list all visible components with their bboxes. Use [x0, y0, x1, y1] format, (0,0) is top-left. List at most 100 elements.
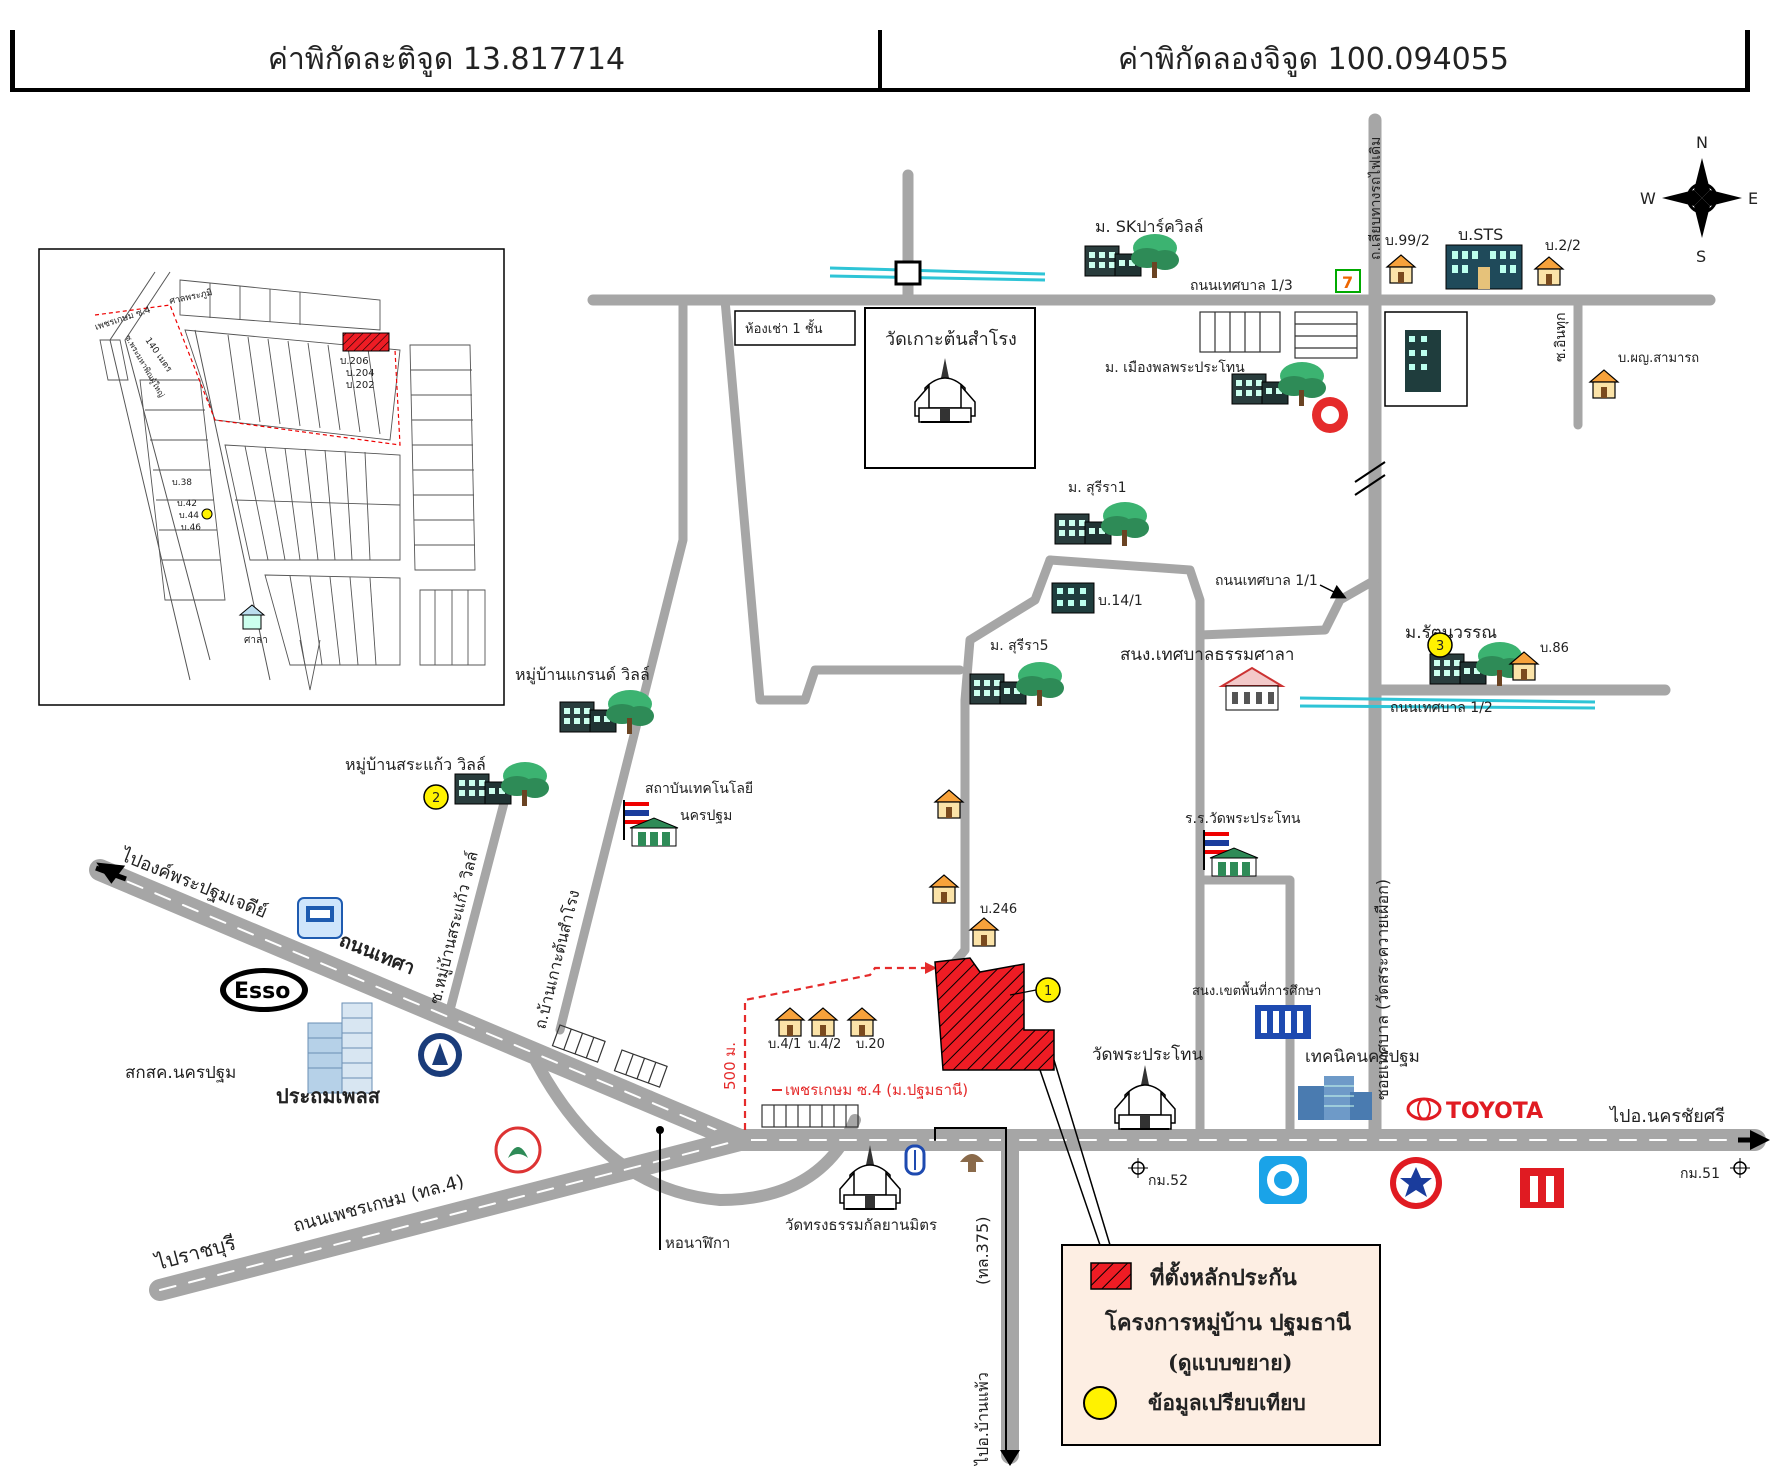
marker-1-label: 1	[1044, 984, 1052, 999]
route-arrow	[925, 962, 937, 974]
route-dashed	[743, 966, 925, 1130]
house-41-icon	[775, 1007, 805, 1037]
clock-label: หอนาฬิกา	[665, 1234, 730, 1252]
rental-box: ห้องเช่า 1 ชั้น	[734, 310, 856, 346]
rental-label: ห้องเช่า 1 ชั้น	[745, 319, 823, 337]
school-label: ร.ร.วัดพระประโทน	[1185, 810, 1301, 827]
road-network	[445, 113, 1716, 1206]
soi-phetkasem-label: เพชรเกษม ซ.4 (ม.ปฐมธานี)	[785, 1081, 968, 1099]
house-246-label: บ.246	[980, 902, 1017, 917]
to-banphaeo-label: ไปอ.บ้านแพ้ว	[973, 1372, 992, 1467]
ptt-icon	[904, 1144, 926, 1176]
highway-parking	[551, 1024, 859, 1128]
pathom-place-building	[307, 1002, 373, 1094]
legend-line1: ที่ตั้งหลักประกัน	[1150, 1261, 1297, 1291]
house-992-icon	[1386, 254, 1416, 284]
clock-point	[656, 1126, 664, 1134]
village-suri1-icon	[1054, 501, 1150, 547]
esso-logo: Esso	[220, 968, 308, 1012]
esso-text: Esso	[234, 979, 290, 1004]
soi-tesaban-right-label: ซอยเทศบาล (วัดสระควายเผือก)	[1373, 879, 1392, 1100]
office-edu-label: สนง.เขตพื้นที่การศึกษา	[1192, 981, 1321, 999]
distance-500-label: 500 ม.	[721, 1042, 739, 1090]
road-tesaban-11-label: ถนนเทศบาล 1/1	[1215, 573, 1318, 589]
apartment-box	[1384, 311, 1468, 407]
office-edu-icon	[1255, 1005, 1311, 1039]
school-icon	[1203, 829, 1259, 877]
institute-label: สถาบันเทคโนโลยี	[645, 780, 753, 797]
temple-top-label: วัดเกาะต้นสำโรง	[885, 328, 1017, 350]
marker-3	[1427, 632, 1453, 658]
house-42-label: บ.4/2	[808, 1037, 841, 1052]
road-375-label: (ทล.375)	[973, 1217, 992, 1285]
office-tesaban-label: สนง.เทศบาลธรรมศาลา	[1120, 645, 1294, 665]
krungthai-icon	[1259, 1156, 1307, 1204]
institute-icon	[623, 799, 679, 847]
inset-plot-204: บ.204	[346, 368, 375, 379]
village-suri5-icon	[969, 661, 1065, 707]
road-tesaban-13-label: ถนนเทศบาล 1/3	[1190, 278, 1293, 294]
latitude-label: ค่าพิกัดละติจูด 13.817714	[267, 41, 626, 77]
house-992-label: บ.99/2	[1385, 233, 1430, 249]
inset-sala-icon	[238, 604, 266, 630]
samarn-house-icon	[1589, 369, 1619, 399]
institute-label-2: นครปฐม	[680, 808, 732, 824]
inset-plot-38: บ.38	[172, 478, 192, 488]
canals	[829, 266, 1596, 710]
house-20-label: บ.20	[856, 1037, 885, 1052]
legend-pointer-1	[1039, 1069, 1101, 1246]
legend-line2: โครงการหมู่บ้าน ปฐมธานี	[1104, 1309, 1351, 1337]
km51-label: กม.51	[1680, 1166, 1720, 1182]
house-22-icon	[1534, 256, 1564, 286]
village-muang-label: ม. เมืองพลพระประโทน	[1105, 359, 1245, 376]
temple-pathon-icon	[1114, 1064, 1176, 1130]
kasikorn-icon	[494, 1126, 542, 1174]
rail-crossing-icon	[1354, 461, 1386, 496]
village-grand-label: หมู่บ้านแกรนด์ วิลล์	[515, 665, 650, 685]
km52-marker	[1128, 1158, 1148, 1178]
legend-line4: ข้อมูลเปรียบเทียบ	[1148, 1390, 1306, 1417]
marker-2	[423, 784, 449, 810]
compass-w: W	[1640, 189, 1656, 208]
house-20-icon	[847, 1007, 877, 1037]
svg-text:7: 7	[1342, 273, 1353, 292]
seven-eleven-icon: 7	[1335, 269, 1361, 293]
toyota-text: TOYOTA	[1446, 1099, 1543, 1124]
inset-plot-202: บ.202	[346, 380, 375, 391]
house-141-label: บ.14/1	[1098, 593, 1143, 609]
legend-pointer-2	[1053, 1059, 1111, 1246]
inset-plot-206: บ.206	[340, 356, 369, 367]
pt-icon	[960, 1154, 984, 1172]
inset-map: บ.206 บ.204 บ.202 เพชรเกษม ซ.4 ศาลพระภูม…	[38, 248, 505, 706]
soi-intuk-label: ซ.อินทุก	[1553, 312, 1569, 362]
village-sk-label: ม. SKปาร์ควิลล์	[1095, 217, 1203, 236]
house-141-icon	[1051, 582, 1095, 614]
house-icon-a	[934, 789, 964, 819]
village-suri5-label: ม. สุรีรา5	[990, 638, 1048, 654]
road-tesaban-11-pointer	[1319, 584, 1347, 599]
village-sakaew-label: หมู่บ้านสระแก้ว วิลล์	[345, 755, 486, 775]
property-location	[934, 957, 1055, 1071]
coordinate-header: ค่าพิกัดละติจูด 13.817714 ค่าพิกัดลองจิจ…	[10, 30, 1750, 92]
pathom-place-label: ประถมเพลส	[276, 1084, 381, 1108]
house-22-label: บ.2/2	[1545, 238, 1581, 254]
technic-building	[1298, 1076, 1372, 1120]
bangchak-icon	[1520, 1168, 1564, 1208]
village-suri1-label: ม. สุรีรา1	[1068, 480, 1126, 496]
marker-2-label: 2	[432, 791, 440, 806]
inset-plot-42: บ.42	[177, 499, 197, 509]
village-muang-icon	[1231, 361, 1327, 407]
temple-bottom-label: วัดทรงธรรมกัลยานมิตร	[785, 1216, 937, 1234]
compass-rose: N S E W	[1640, 133, 1758, 266]
legend-property-swatch	[1090, 1262, 1132, 1290]
inset-compare-marker	[201, 508, 213, 520]
temple-top-box: วัดเกาะต้นสำโรง	[864, 307, 1036, 469]
house-41-label: บ.4/1	[768, 1037, 801, 1052]
inset-sala-label: ศาลา	[244, 635, 268, 646]
compass-s: S	[1696, 247, 1706, 266]
technic-label: เทคนิคนครปฐม	[1305, 1047, 1420, 1067]
compass-e: E	[1748, 189, 1758, 208]
bank-icon	[297, 897, 343, 939]
office-tesaban-icon	[1218, 666, 1286, 711]
